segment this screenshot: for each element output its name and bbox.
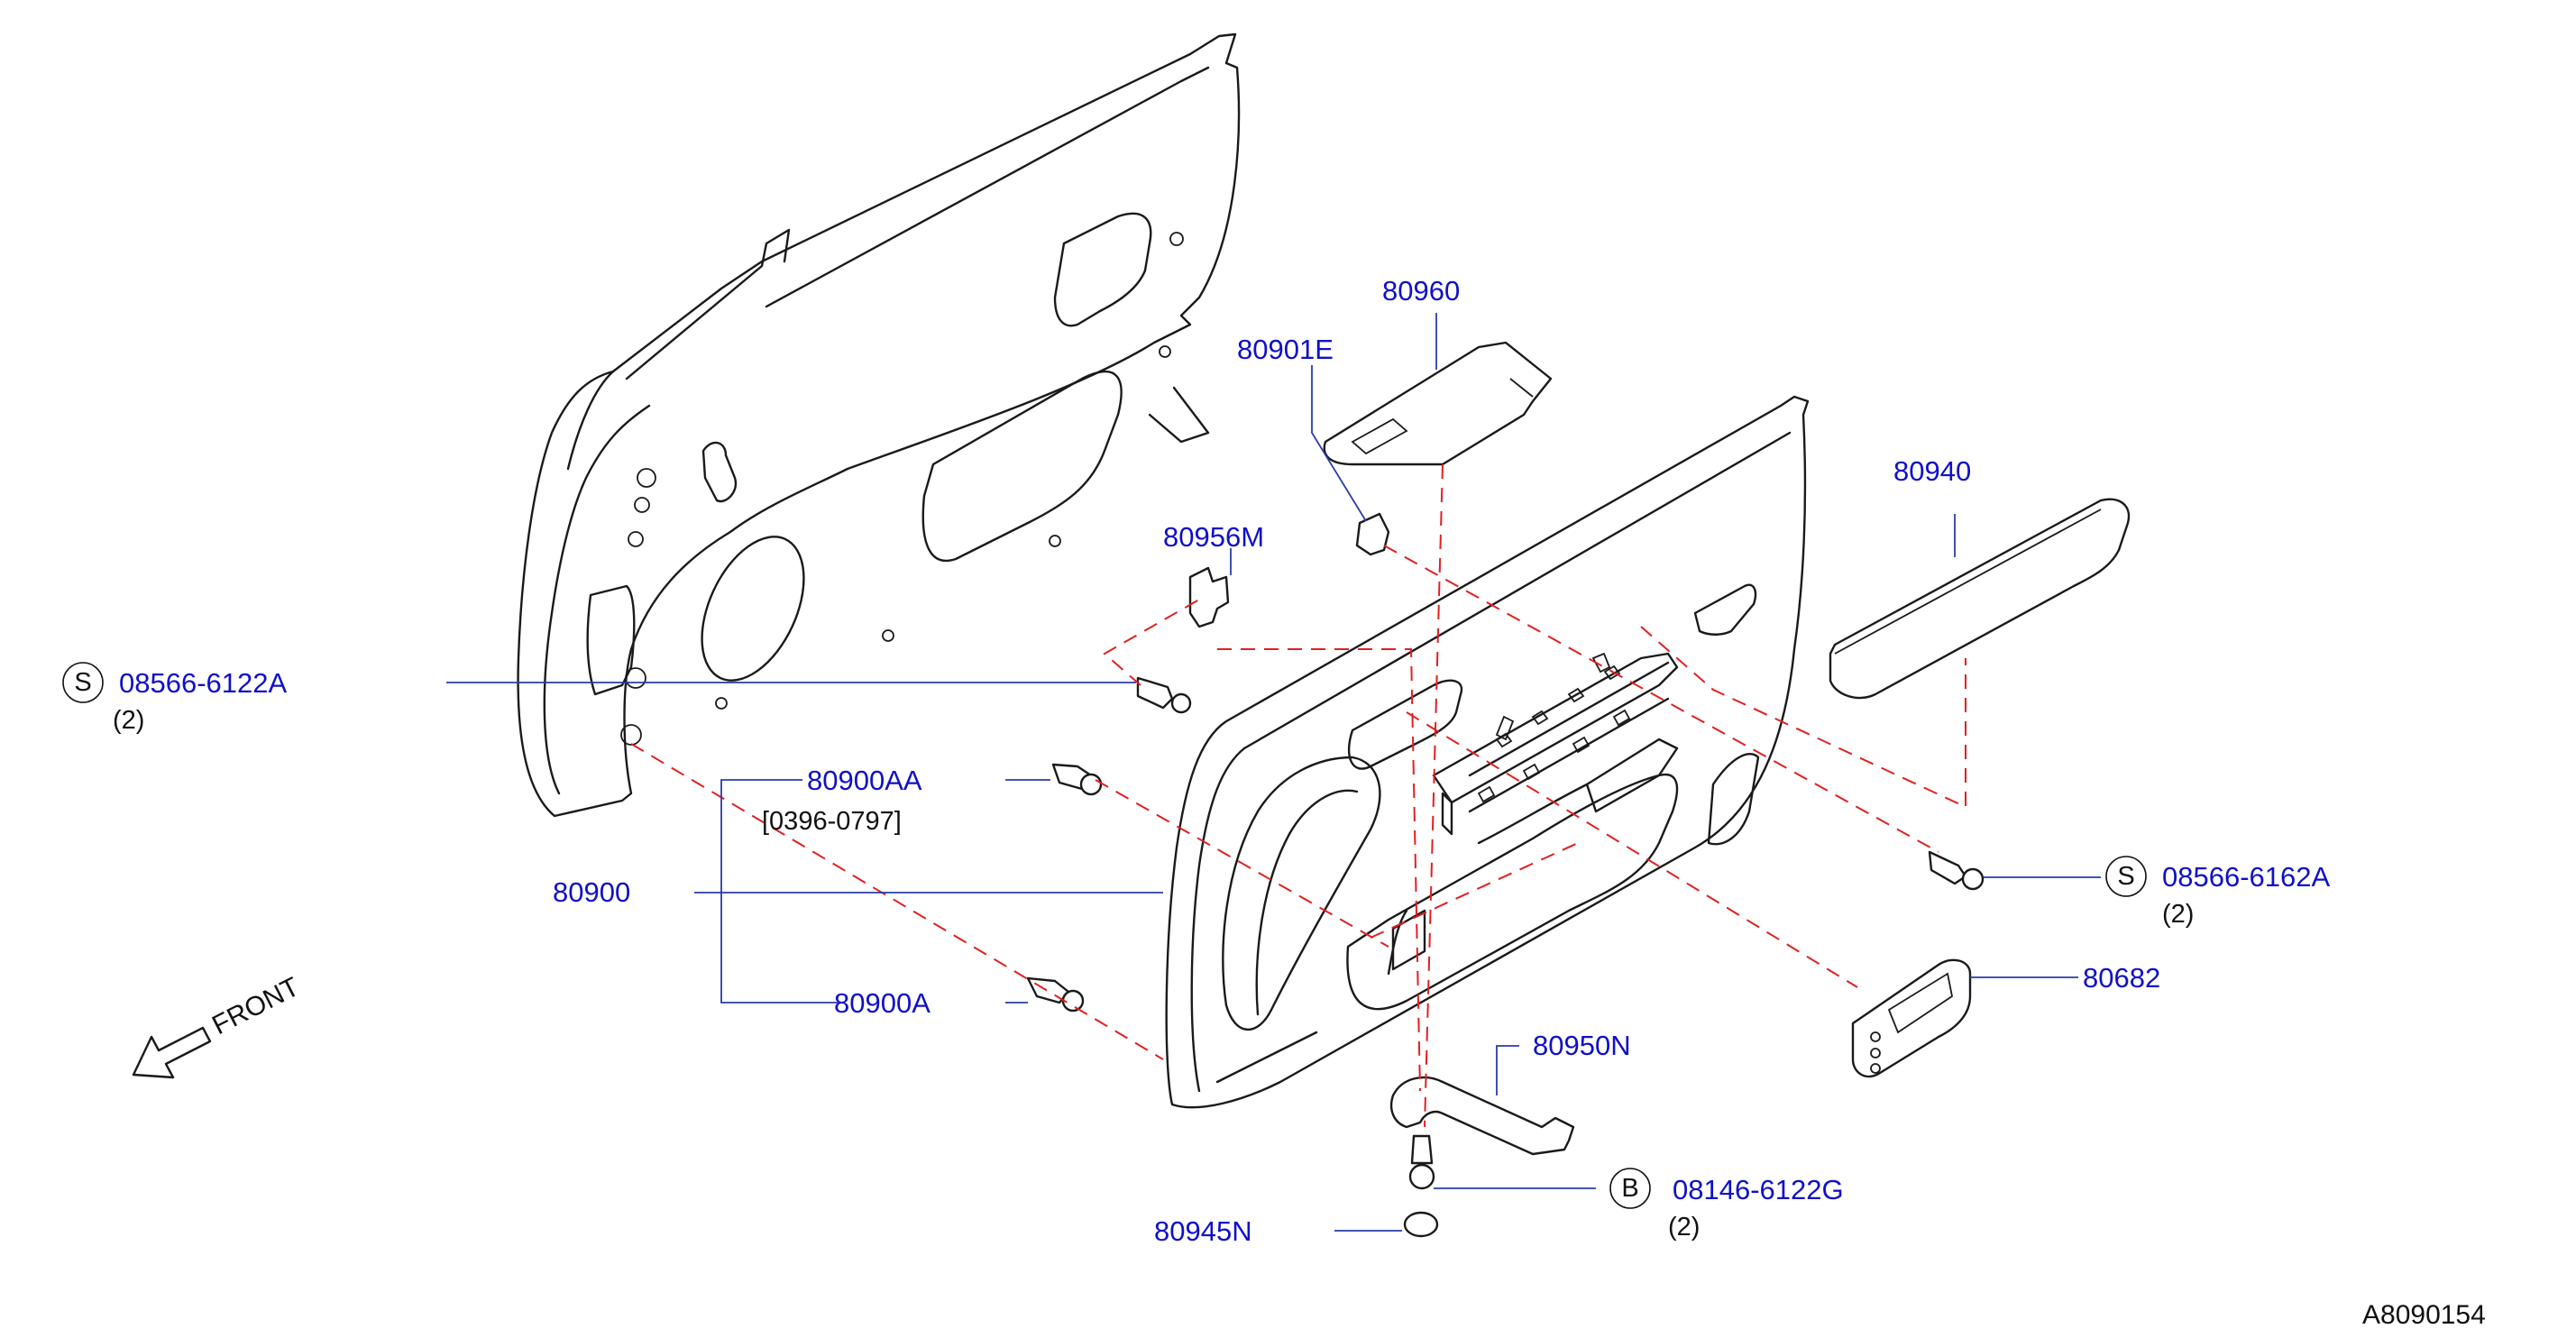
front-arrow-icon	[132, 1026, 212, 1079]
label-80950N: 80950N	[1533, 1030, 1631, 1061]
label-80960: 80960	[1382, 275, 1460, 307]
label-80900A: 80900A	[834, 987, 930, 1019]
part-number: 08566-6122A	[119, 667, 287, 699]
leader-lines	[446, 313, 2101, 1232]
badge-b: B	[1621, 1174, 1638, 1203]
inner-door-panel	[517, 32, 1241, 818]
handle-80682	[1851, 958, 1972, 1078]
door-trim-panel-80900	[1165, 395, 1810, 1109]
front-label: FRONT	[207, 972, 304, 1040]
front-indicator: FRONT	[132, 972, 304, 1079]
screw-08566-6162A	[1928, 850, 1985, 891]
label-80940: 80940	[1893, 455, 1971, 487]
screw-08566-6122A	[1136, 676, 1192, 714]
diagram-code: A8090154	[2362, 1300, 2486, 1330]
clip-80901E	[1355, 512, 1390, 556]
label-08566-6122A: S 08566-6122A (2)	[62, 662, 287, 735]
armrest-80940	[1829, 498, 2131, 700]
label-08146-6122G: B 08146-6122G (2)	[1609, 1168, 1844, 1242]
quantity: (2)	[113, 706, 144, 735]
bracket-80956M	[1188, 566, 1230, 628]
bolt-08146-6122G	[1408, 1134, 1435, 1190]
assembly-lines	[630, 463, 1966, 1128]
quantity: (2)	[1668, 1213, 1700, 1242]
part-number: 08146-6122G	[1673, 1174, 1844, 1205]
label-80682: 80682	[2083, 962, 2160, 994]
badge-s: S	[74, 668, 91, 697]
cap-80945N	[1403, 1211, 1439, 1238]
finisher-80960	[1323, 341, 1553, 466]
part-number: 08566-6162A	[2162, 861, 2330, 893]
label-08566-6162A: S 08566-6162A (2)	[2105, 856, 2330, 929]
label-80945N: 80945N	[1154, 1215, 1252, 1247]
label-80900AA: 80900AA	[807, 765, 922, 796]
label-80901E: 80901E	[1237, 334, 1334, 365]
quantity: (2)	[2162, 900, 2194, 929]
note-80900AA: [0396-0797]	[762, 807, 902, 836]
clip-80900AA	[1051, 763, 1103, 796]
label-80956M: 80956M	[1163, 521, 1264, 553]
label-80900: 80900	[553, 876, 630, 908]
badge-s: S	[2117, 862, 2134, 891]
